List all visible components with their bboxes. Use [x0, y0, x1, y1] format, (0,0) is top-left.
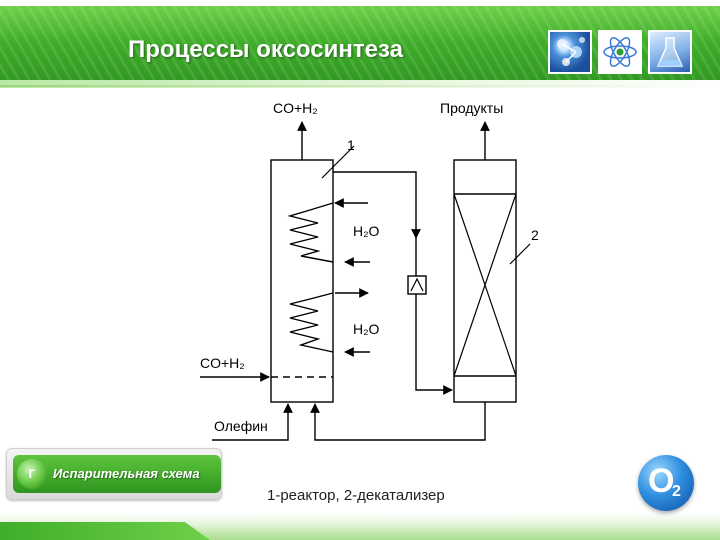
o2-logo-icon: O 2 [638, 455, 694, 511]
olefin-inlet-arrow [212, 403, 293, 441]
recycle-line-arrow [310, 402, 486, 441]
logo-subscript: 2 [672, 483, 681, 500]
badge-letter-icon: Г [17, 459, 47, 489]
molecules-thumbnail [548, 30, 592, 74]
lower-coolant-label: H₂O [353, 321, 380, 337]
flask-icon [656, 37, 684, 67]
decatalyzer-number-label: 2 [531, 227, 539, 243]
decatalyzer-leader-line [509, 243, 531, 265]
footer-tab [0, 522, 210, 540]
side-gas-label: CO+H₂ [200, 355, 245, 371]
flask-thumbnail [648, 30, 692, 74]
olefin-label: Олефин [214, 418, 268, 434]
page-title: Процессы оксосинтеза [128, 36, 403, 63]
upper-cooling-coil [287, 198, 370, 267]
upper-coolant-label: H₂O [353, 223, 380, 239]
valve-icon [407, 275, 427, 295]
badge-label: Испарительная схема [53, 466, 200, 481]
diagram-caption: 1-реактор, 2-декатализер [267, 487, 445, 504]
reactor-number-label: 1 [347, 137, 355, 153]
lower-cooling-coil [289, 288, 370, 357]
scheme-badge: Г Испарительная схема [6, 448, 222, 500]
decatalyzer-feed-arrow [415, 294, 453, 395]
molecules-icon [557, 37, 585, 66]
products-label: Продукты [440, 100, 503, 116]
atom-icon [603, 37, 637, 67]
title-bar-underline [0, 80, 720, 88]
atom-thumbnail [598, 30, 642, 74]
reactor-to-decatalyzer-line [333, 171, 421, 239]
decatalyzer-vessel [453, 159, 517, 403]
title-bar-divider [0, 85, 720, 87]
top-gas-label: CO+H₂ [273, 100, 318, 116]
reactor-vessel [270, 159, 334, 403]
scheme-badge-body: Г Испарительная схема [13, 455, 221, 493]
logo-letter: O [648, 462, 675, 500]
reactor-leader-line [321, 145, 355, 179]
